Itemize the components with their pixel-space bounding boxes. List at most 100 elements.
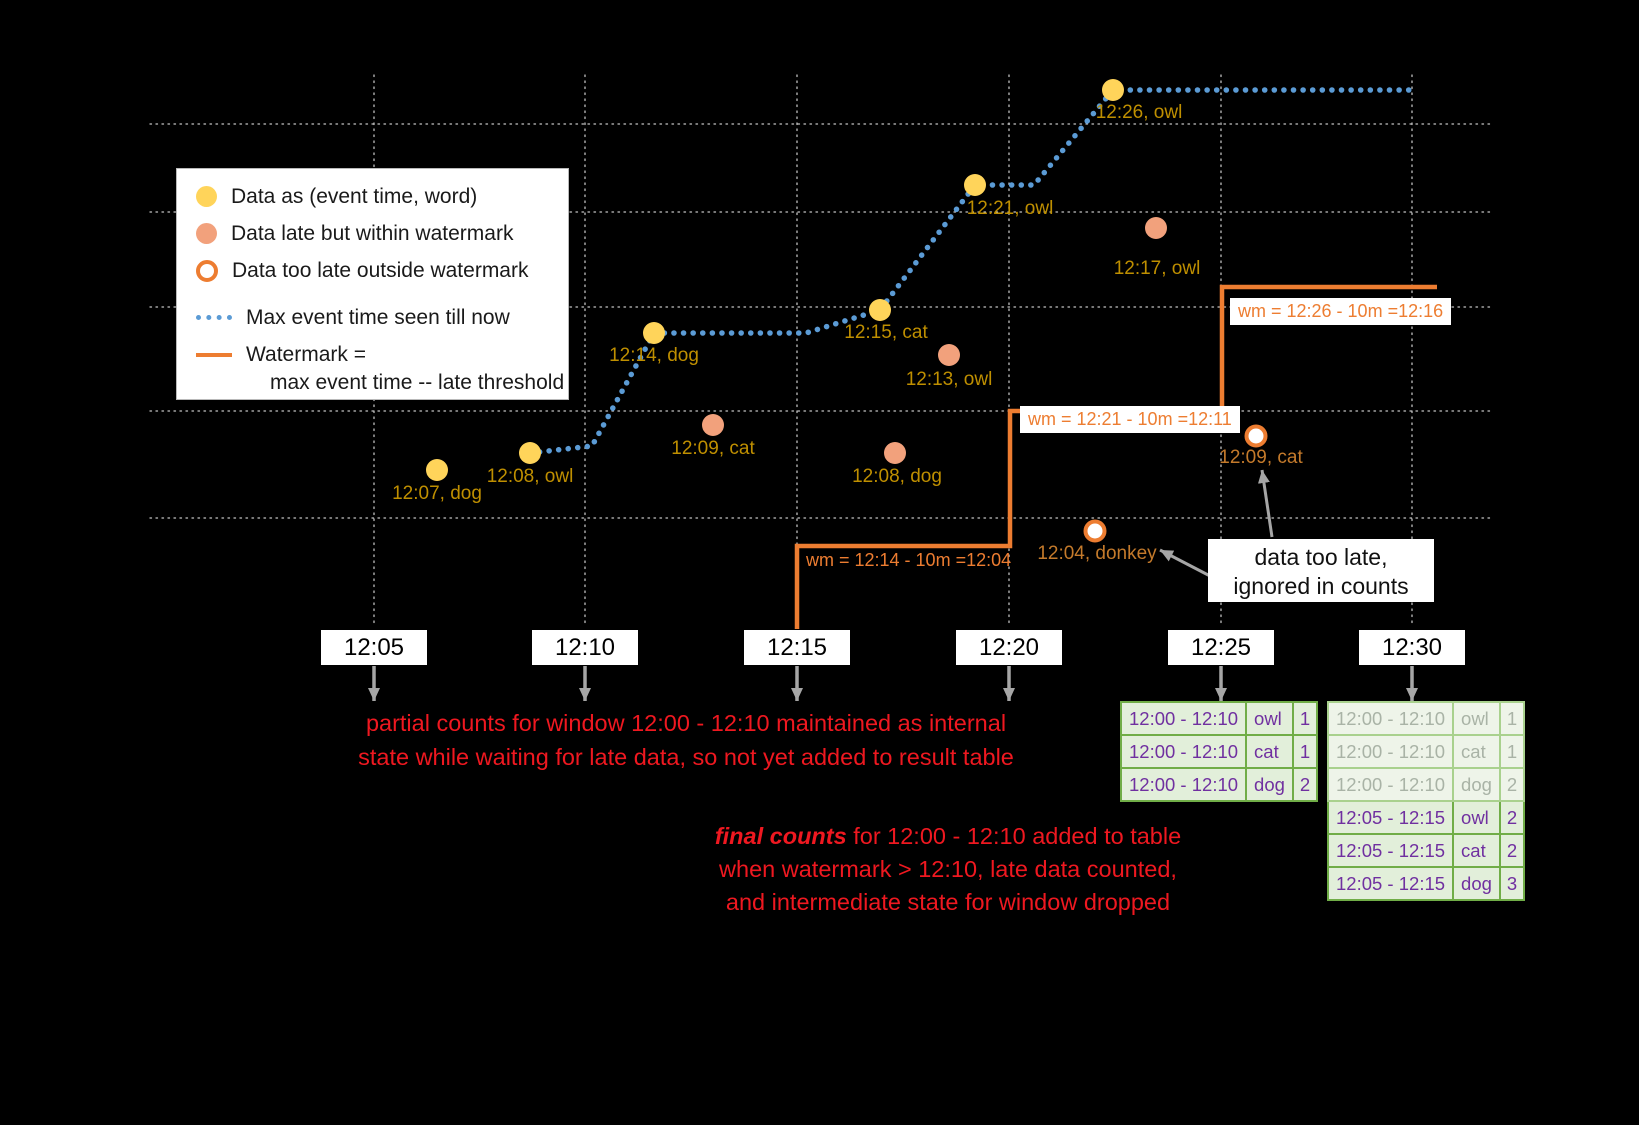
legend-item-toolate: Data too late outside watermark (177, 252, 568, 289)
point-label: 12:07, dog (392, 483, 482, 504)
data-point-ontime (964, 174, 986, 196)
point-label: 12:09, cat (1219, 447, 1303, 468)
count-cell: 1 (1291, 734, 1319, 769)
result-table-row: 12:05 - 12:15 owl 2 (1326, 800, 1526, 835)
window-cell: 12:00 - 12:10 (1326, 734, 1455, 769)
legend-item-max-event-time: Max event time seen till now (177, 299, 568, 336)
legend-label: Data as (event time, word) (231, 184, 478, 208)
partial-counts-line1: partial counts for window 12:00 - 12:10 … (365, 710, 1007, 736)
point-label: 12:26, owl (1095, 102, 1183, 123)
x-tick-12-20: 12:20 (956, 630, 1062, 665)
legend-label: Data late but within watermark (231, 221, 514, 245)
legend-item-watermark: Watermark = max event time -- late thres… (177, 336, 568, 397)
result-table-12-25: 12:00 - 12:10 owl 1 12:00 - 12:10 cat 1 … (1119, 701, 1319, 802)
too-late-callout-line1: data too late, (1254, 544, 1388, 570)
x-tick-12-25: 12:25 (1168, 630, 1274, 665)
word-cell: dog (1245, 767, 1294, 802)
word-cell: cat (1452, 734, 1501, 769)
final-counts-line3: and intermediate state for window droppe… (725, 889, 1171, 915)
point-label: 12:14, dog (609, 345, 699, 366)
count-cell: 2 (1291, 767, 1319, 802)
word-cell: owl (1452, 701, 1501, 736)
data-point-late (702, 414, 724, 436)
late-dot-icon (196, 223, 217, 244)
partial-counts-line2: state while waiting for late data, so no… (358, 744, 1014, 770)
result-table-row: 12:00 - 12:10 owl 1 (1119, 701, 1319, 736)
final-counts-line2: when watermark > 12:10, late data counte… (719, 856, 1177, 882)
count-cell: 3 (1498, 866, 1526, 901)
watermark-value-label-3: wm = 12:26 - 10m =12:16 (1230, 298, 1452, 325)
result-table-row: 12:00 - 12:10 cat 1 (1119, 734, 1319, 769)
legend-label: Data too late outside watermark (232, 258, 529, 282)
count-cell: 1 (1291, 701, 1319, 736)
count-cell: 2 (1498, 767, 1526, 802)
final-counts-note: final counts for 12:00 - 12:10 added to … (690, 820, 1206, 919)
window-cell: 12:00 - 12:10 (1119, 734, 1248, 769)
data-point-ontime (643, 322, 665, 344)
window-cell: 12:00 - 12:10 (1326, 767, 1455, 802)
word-cell: dog (1452, 767, 1501, 802)
watermark-value-label-1: wm = 12:14 - 10m =12:04 (806, 550, 1012, 570)
axis-trigger-arrows (368, 666, 1418, 701)
data-point-late (884, 442, 906, 464)
toolate-dot-icon (196, 259, 218, 282)
legend-item-ontime: Data as (event time, word) (177, 178, 568, 215)
data-point-toolate (1083, 519, 1107, 543)
window-cell: 12:00 - 12:10 (1119, 701, 1248, 736)
window-cell: 12:05 - 12:15 (1326, 800, 1455, 835)
legend: Data as (event time, word) Data late but… (176, 168, 569, 400)
result-table-row: 12:00 - 12:10 dog 2 (1119, 767, 1319, 802)
x-tick-12-10: 12:10 (532, 630, 638, 665)
legend-label: Watermark = max event time -- late thres… (246, 341, 564, 397)
word-cell: cat (1452, 833, 1501, 868)
point-label: 12:15, cat (844, 322, 928, 343)
point-label: 12:17, owl (1113, 258, 1201, 279)
window-cell: 12:00 - 12:10 (1326, 701, 1455, 736)
result-table-row-faded: 12:00 - 12:10 cat 1 (1326, 734, 1526, 769)
x-tick-12-30: 12:30 (1359, 630, 1465, 665)
word-cell: cat (1245, 734, 1294, 769)
word-cell: owl (1245, 701, 1294, 736)
count-cell: 1 (1498, 734, 1526, 769)
point-label: 12:08, dog (852, 466, 942, 487)
too-late-callout: data too late, ignored in counts (1208, 539, 1434, 602)
count-cell: 2 (1498, 800, 1526, 835)
count-cell: 1 (1498, 701, 1526, 736)
window-cell: 12:05 - 12:15 (1326, 866, 1455, 901)
legend-spacer (177, 289, 568, 299)
data-point-ontime (869, 299, 891, 321)
result-table-12-30: 12:00 - 12:10 owl 1 12:00 - 12:10 cat 1 … (1326, 701, 1526, 901)
x-tick-12-15: 12:15 (744, 630, 850, 665)
watermark-value-label-2: wm = 12:21 - 10m =12:11 (1020, 406, 1240, 433)
data-point-ontime (1102, 79, 1124, 101)
window-cell: 12:05 - 12:15 (1326, 833, 1455, 868)
point-label: 12:08, owl (486, 466, 574, 487)
final-counts-line1-rest: for 12:00 - 12:10 added to table (846, 823, 1182, 849)
result-table-row-faded: 12:00 - 12:10 dog 2 (1326, 767, 1526, 802)
x-tick-12-05: 12:05 (321, 630, 427, 665)
watermark-label-line2: max event time -- late threshold (270, 371, 565, 394)
final-counts-emphasis: final counts (714, 823, 847, 849)
max-event-time-line-icon (196, 315, 232, 320)
point-label: 12:09, cat (671, 438, 755, 459)
word-cell: dog (1452, 866, 1501, 901)
data-point-toolate (1244, 424, 1268, 448)
data-point-late (938, 344, 960, 366)
too-late-callout-arrows (1159, 469, 1274, 579)
point-label: 12:21, owl (966, 198, 1054, 219)
partial-counts-note: partial counts for window 12:00 - 12:10 … (300, 706, 1072, 774)
watermark-line (794, 284, 1437, 629)
max-event-time-line (527, 87, 1418, 456)
word-cell: owl (1452, 800, 1501, 835)
watermark-line-icon (196, 353, 232, 357)
data-point-late (1145, 217, 1167, 239)
data-point-ontime (426, 459, 448, 481)
final-counts-line1: final counts for 12:00 - 12:10 added to … (690, 820, 1206, 853)
legend-label: Max event time seen till now (246, 305, 510, 329)
point-label: 12:04, donkey (1037, 543, 1157, 564)
window-cell: 12:00 - 12:10 (1119, 767, 1248, 802)
count-cell: 2 (1498, 833, 1526, 868)
point-label: 12:13, owl (905, 369, 993, 390)
watermark-label-line1: Watermark = (246, 343, 366, 366)
